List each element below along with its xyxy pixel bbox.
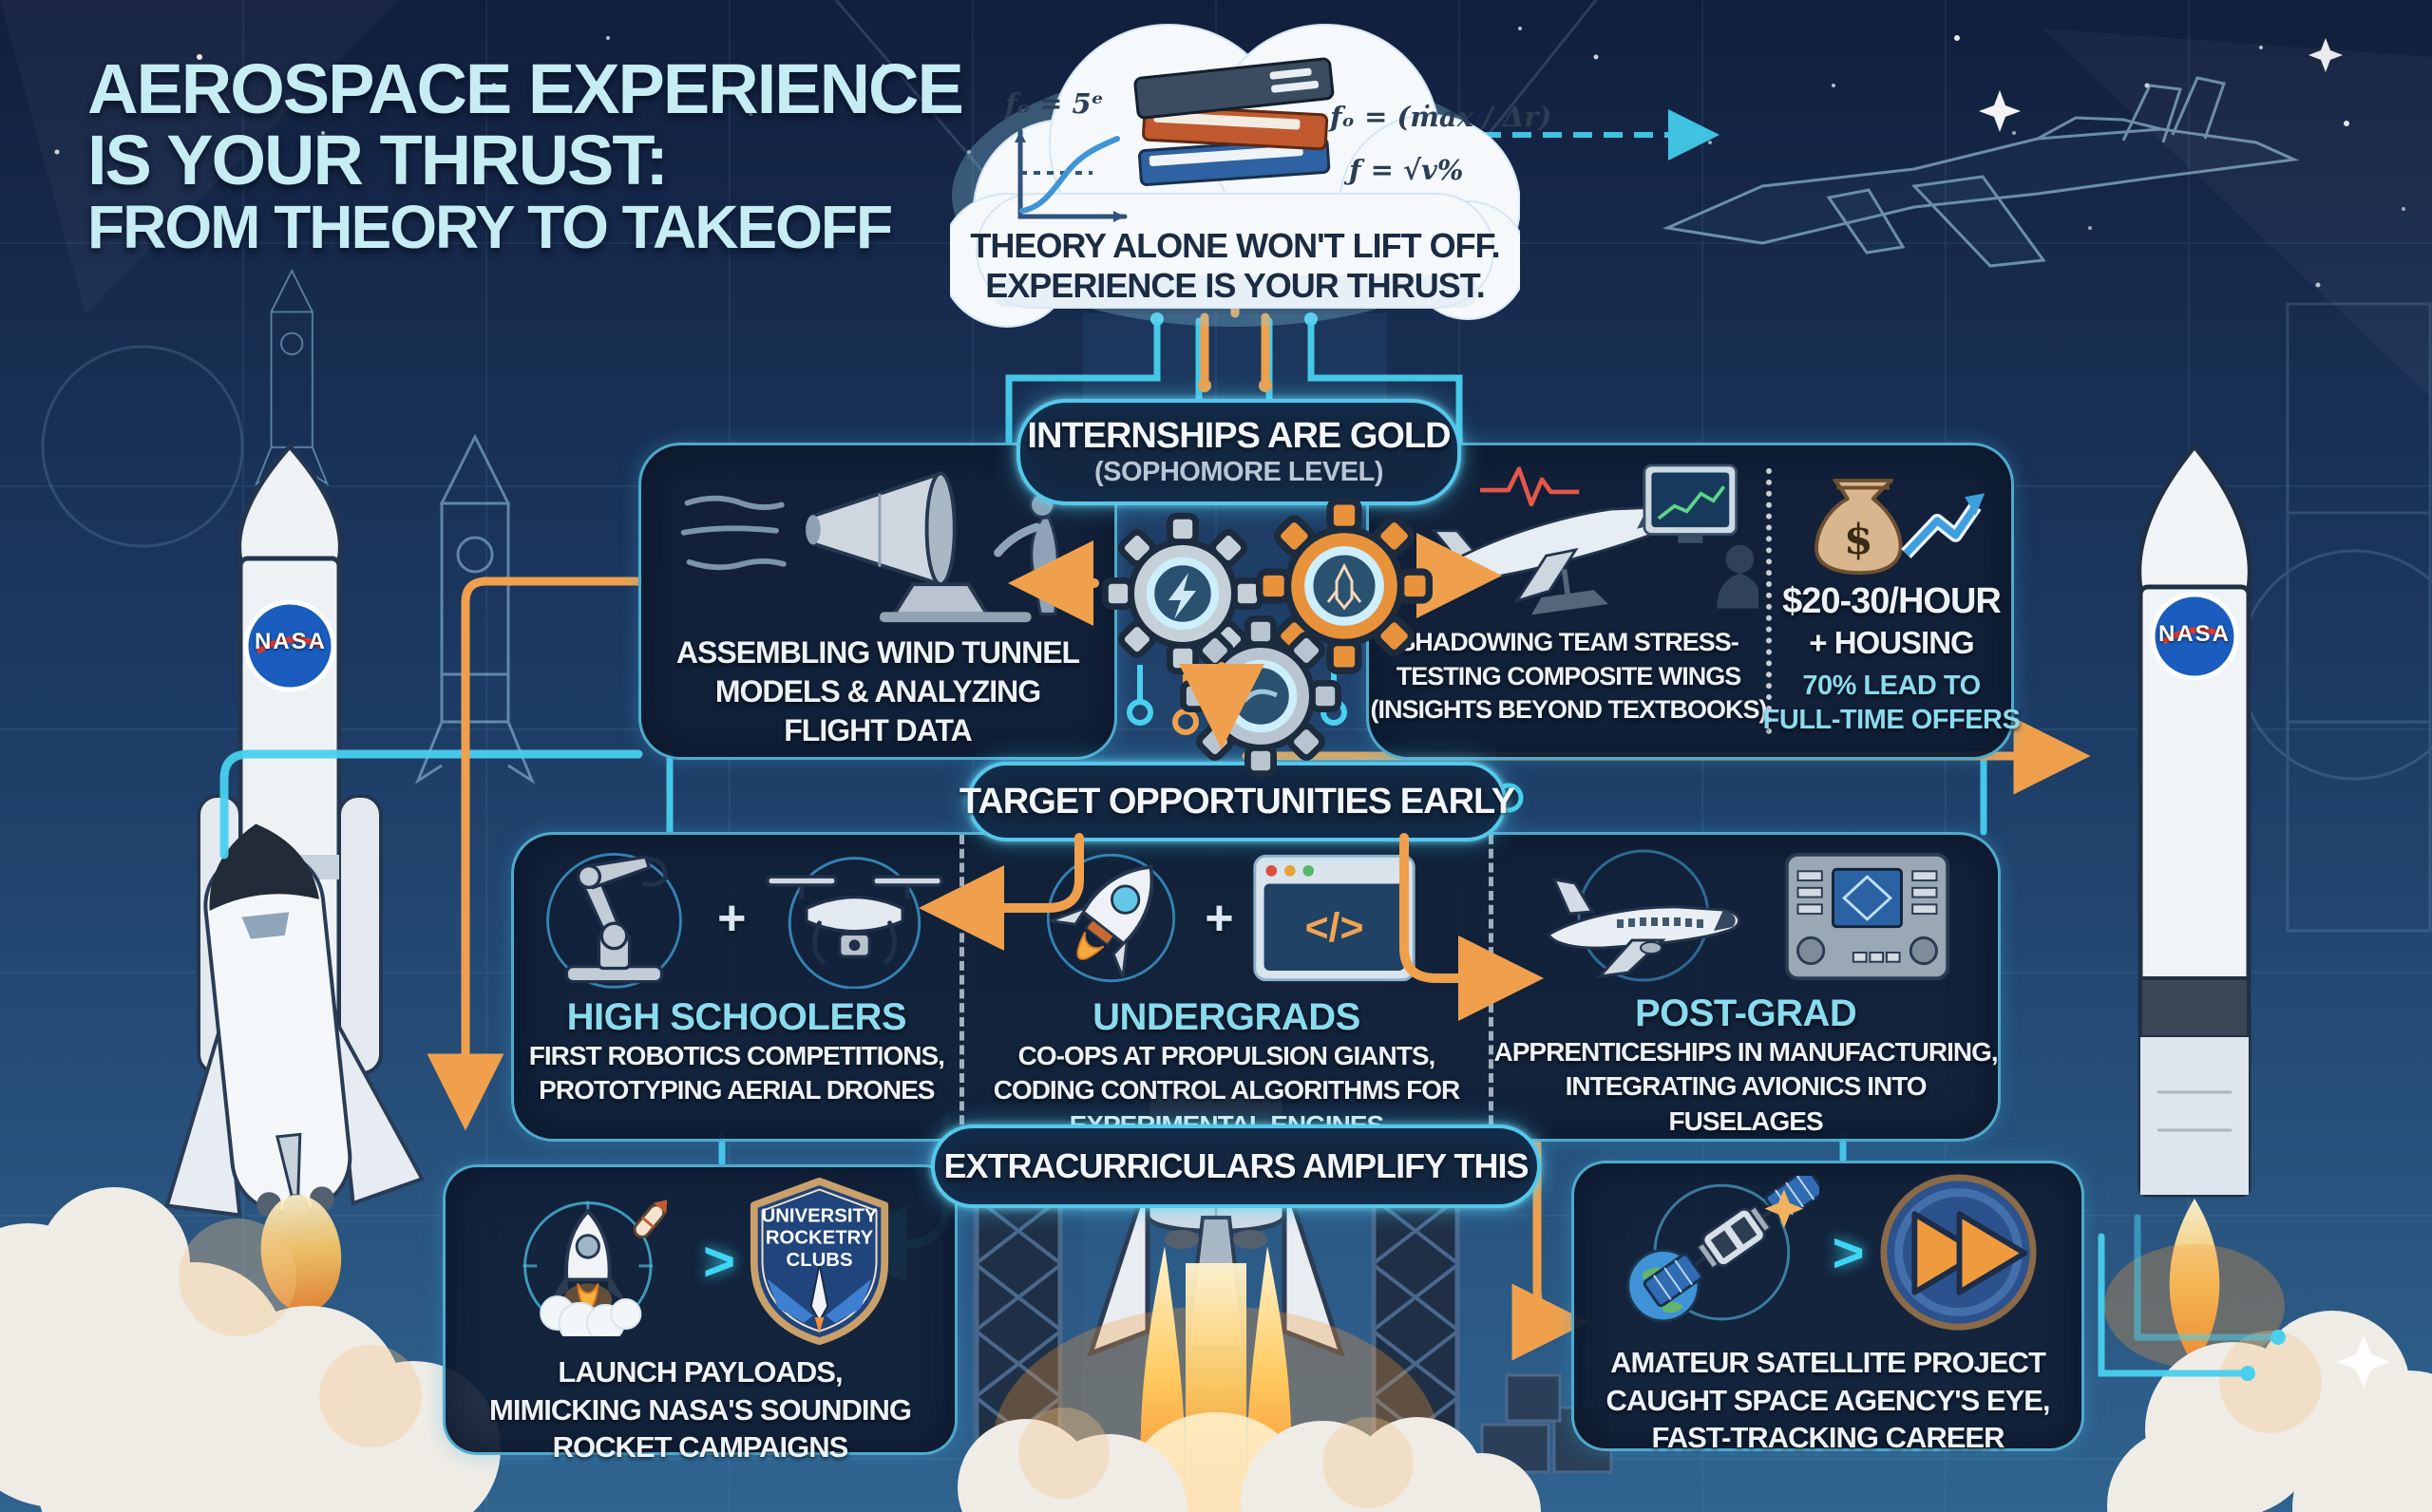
title-line-1: AEROSPACE EXPERIENCE (87, 49, 964, 128)
internship-stats: $ $20-30/HOUR + HOUSING 70% LEAD TO FULL… (1763, 453, 2021, 749)
banner-opportunities: TARGET OPPORTUNITIES EARLY (960, 762, 1515, 841)
post-grad-body: APPRENTICESHIPS IN MANUFACTURING, INTEGR… (1493, 1036, 1999, 1136)
banner-internships: INTERNSHIPS ARE GOLD (SOPHOMORE LEVEL) (1016, 399, 1461, 505)
cloud-caption-1: THEORY ALONE WON'T LIFT OFF. (970, 226, 1500, 265)
code-window-icon: </> (1253, 854, 1416, 982)
shuttle-flame-icon (260, 1195, 342, 1313)
chevron-icon: > (1832, 1221, 1865, 1284)
column-high-schoolers: + HIGH SCHOOLERS FIRST ROBOTICS COMPETIT… (514, 835, 960, 1139)
panel-stress-testing: SHADOWING TEAM STRESS- TESTING COMPOSITE… (1366, 443, 2021, 760)
left-nasa-rocket (197, 443, 383, 1081)
title-line-3: FROM THEORY TO TAKEOFF (87, 192, 893, 261)
high-schoolers-body: FIRST ROBOTICS COMPETITIONS, PROTOTYPING… (528, 1041, 945, 1106)
avionics-panel-icon (1784, 852, 1949, 981)
rocket-flame-icon (2169, 1199, 2220, 1366)
page-title: AEROSPACE EXPERIENCE IS YOUR THRUST: FRO… (87, 49, 964, 261)
books-stack-icon (1133, 57, 1335, 186)
pad-flame-icon (1140, 1246, 1186, 1512)
swirl-glyph (1243, 689, 1279, 703)
title-line-2: IS YOUR THRUST: (87, 121, 669, 200)
rocket-glyph (1326, 562, 1362, 611)
panel-satellite-project: > AMATEUR SATELLITE PROJECT CAUGHT SPACE… (1571, 1161, 2084, 1454)
panel-rocketry-clubs: > UNIVERSITY ROCKETRY CLUBS LAUNCH PAYLO… (443, 1164, 958, 1464)
plus-icon: + (1205, 891, 1234, 946)
rocket-sketch-icon (255, 268, 536, 784)
right-nasa-rocket (2104, 443, 2285, 1368)
banner-extracurriculars-title: EXTRACURRICULARS AMPLIFY THIS (943, 1146, 1529, 1185)
satellite-caption: AMATEUR SATELLITE PROJECT CAUGHT SPACE A… (1606, 1346, 2050, 1455)
lightning-glyph (1168, 573, 1196, 619)
gear-steel-icon (1183, 618, 1338, 773)
satellite-icon (1625, 1176, 1819, 1323)
gear-silver-icon (1105, 516, 1260, 671)
high-schoolers-heading: HIGH SCHOOLERS (566, 996, 907, 1038)
banner-internships-subtitle: (SOPHOMORE LEVEL) (1093, 457, 1384, 487)
banner-extracurriculars: EXTRACURRICULARS AMPLIFY THIS (931, 1125, 1541, 1208)
banner-internships-title: INTERNSHIPS ARE GOLD (1027, 416, 1451, 456)
drone-icon (765, 857, 943, 989)
stress-testing-caption: SHADOWING TEAM STRESS- TESTING COMPOSITE… (1370, 628, 1767, 725)
sparkle-star-icon (2308, 38, 2343, 72)
svg-text:CLUBS: CLUBS (786, 1250, 852, 1271)
panel-opportunities: + HIGH SCHOOLERS FIRST ROBOTICS COMPETIT… (511, 832, 2001, 1142)
sparkle-star-icon (1979, 90, 2021, 132)
rocket-icon (1047, 853, 1176, 983)
cloud-caption-2: EXPERIENCE IS YOUR THRUST. (985, 266, 1485, 305)
formula-right-1: fₒ = (ṁax / Δr) (1330, 101, 1552, 133)
pay-stat: $20-30/HOUR + HOUSING (1782, 581, 2002, 660)
svg-text:ROCKETRY: ROCKETRY (766, 1228, 874, 1249)
rocketry-caption: LAUNCH PAYLOADS, MIMICKING NASA'S SOUNDI… (489, 1355, 912, 1465)
rocketry-club-badge: UNIVERSITY ROCKETRY CLUBS (750, 1177, 889, 1346)
svg-text:</>: </> (1304, 905, 1363, 951)
jet-blueprint-icon (1662, 76, 2300, 268)
banner-opportunities-title: TARGET OPPORTUNITIES EARLY (959, 781, 1515, 822)
nasa-label-right: NASA (2157, 621, 2231, 647)
theory-cloud: fₒ = 5ᵉ fₒ = (ṁax / Δr) ƒ = √v% THEORY A… (950, 6, 1551, 329)
rocket-launch-icon (522, 1200, 668, 1336)
plus-icon: + (717, 891, 747, 946)
offers-stat: 70% LEAD TO FULL-TIME OFFERS (1762, 671, 2021, 736)
undergrads-heading: UNDERGRADS (1092, 996, 1360, 1038)
nasa-label-left: NASA (254, 629, 327, 654)
pad-flame-icon (1246, 1246, 1292, 1512)
growth-graph-icon (1015, 128, 1128, 222)
column-post-grad: POST-GRAD APPRENTICESHIPS IN MANUFACTURI… (1493, 835, 1999, 1139)
formula-right-2: ƒ = √v% (1349, 154, 1464, 186)
post-grad-heading: POST-GRAD (1634, 992, 1857, 1034)
svg-text:UNIVERSITY: UNIVERSITY (762, 1205, 878, 1226)
space-shuttle (164, 823, 426, 1313)
robot-arm-icon (546, 852, 683, 989)
formula-left: fₒ = 5ᵉ (1005, 87, 1104, 120)
svg-text:$: $ (1844, 515, 1873, 564)
money-bag-icon: $ (1814, 478, 1986, 576)
sparkle-star-icon (2337, 1335, 2390, 1389)
chevron-icon: > (703, 1230, 735, 1293)
wind-tunnel-caption: ASSEMBLING WIND TUNNEL MODELS & ANALYZIN… (675, 635, 1080, 747)
airliner-icon (1546, 849, 1740, 982)
column-undergrads: + </> UNDERGRADS CO-OPS AT PROPULSION GI… (959, 835, 1494, 1140)
fast-forward-badge (1880, 1174, 2038, 1331)
